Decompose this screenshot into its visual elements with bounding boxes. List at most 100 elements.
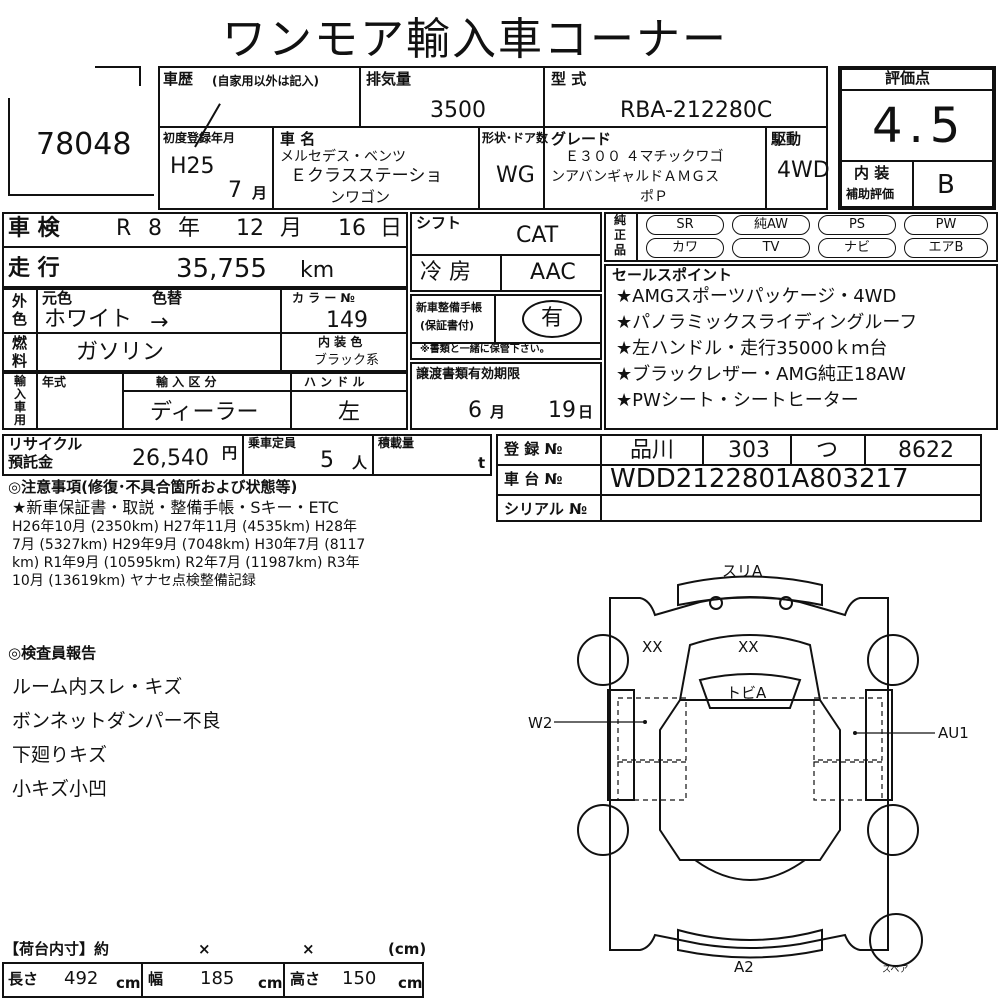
manual-label-1: 新車整備手帳 (416, 301, 482, 314)
equip-pw: PW (904, 215, 988, 235)
interior-color-value: ブラック系 (314, 353, 380, 368)
cargo-height: 150 (342, 968, 377, 989)
cargo-width: 185 (200, 968, 235, 989)
registration-box (496, 434, 982, 522)
ac-value: AAC (530, 260, 576, 285)
inspector-line-1: ルーム内スレ・キズ (12, 676, 183, 698)
registration-label: 登 録 № (504, 440, 563, 458)
grade-line1: Ｅ３００ ４マチックワゴ (565, 149, 724, 165)
inspector-line-4: 小キズ小凹 (12, 778, 108, 800)
inspection-year: 8 (148, 216, 162, 241)
transfer-day: 19 (548, 398, 576, 423)
ac-label: 冷 房 (420, 260, 471, 285)
interior-color-label: 内 装 色 (318, 335, 363, 349)
manual-value: 有 (541, 306, 564, 331)
capacity-unit: 人 (352, 454, 368, 472)
recycle-value: 26,540 (132, 446, 209, 471)
car-maker: メルセデス・ベンツ (280, 149, 406, 165)
interior-score-label-2: 補助評価 (846, 187, 895, 201)
cargo-length-label: 長さ (8, 970, 39, 988)
diagram-roof: トビA (726, 684, 767, 702)
mileage-value: 35,755 (176, 254, 267, 284)
shift-label: シフト (416, 214, 462, 232)
body-label: 形状･ドア数 (482, 131, 549, 145)
lot-number: 78048 (36, 127, 132, 162)
chassis-value: WDD2122801A803217 (610, 464, 909, 494)
cargo-x2: × (302, 940, 315, 958)
notes-line-2: H26年10月 (2350km) H27年11月 (4535km) H28年 (12, 519, 358, 535)
diagram-spare: スペア (882, 965, 909, 975)
equip-tv: TV (732, 238, 810, 258)
manual-box (410, 294, 602, 360)
manual-note: ※書類と一緒に保管下さい。 (420, 344, 550, 355)
diagram-hood: XX (738, 638, 759, 656)
equip-navi: ナビ (818, 238, 896, 258)
registration-number: 8622 (898, 438, 954, 463)
capacity-label: 乗車定員 (248, 436, 297, 450)
drive-value: 4WD (777, 158, 830, 183)
sales-point-2: ★パノラミックスライディングルーフ (616, 312, 918, 333)
recycle-unit: 円 (222, 444, 238, 462)
load-unit: t (478, 454, 486, 472)
cargo-length-cm: cm (116, 974, 141, 992)
grade-line3: ポＰ (640, 189, 668, 205)
registration-class: 303 (728, 438, 770, 463)
transfer-day-unit: 日 (578, 403, 594, 421)
inspector-line-3: 下廻りキズ (12, 744, 108, 766)
diagram-right-side: AU1 (938, 724, 969, 742)
shift-ac-box (410, 212, 602, 292)
inspector-line-2: ボンネットダンパー不良 (12, 710, 221, 732)
score-label: 評価点 (885, 69, 931, 87)
first-reg-month-unit: 月 (252, 184, 268, 202)
history-sublabel: (自家用以外は記入) (212, 74, 319, 88)
capacity-value: 5 (320, 448, 334, 473)
equipment-box (604, 212, 998, 262)
inspector-label: ◎検査員報告 (8, 644, 97, 662)
exterior-side-label-1: 外 (12, 292, 28, 310)
import-class-value: ディーラー (150, 400, 259, 425)
exterior-color: ホワイト (44, 307, 133, 332)
inspection-era: R (116, 216, 132, 241)
import-year-label: 年式 (42, 375, 67, 389)
sales-points-label: セールスポイント (612, 266, 733, 284)
inspection-day-unit: 日 (380, 216, 403, 241)
equip-side-1: 純 (614, 213, 627, 227)
load-label: 積載量 (378, 436, 415, 450)
inspection-label: 車 検 (8, 216, 60, 241)
fuel-side-label-2: 料 (12, 352, 28, 370)
equip-aw: 純AW (732, 215, 810, 235)
cargo-unit: (cm) (388, 940, 427, 958)
cargo-length: 492 (64, 968, 99, 989)
inspection-month: 12 (236, 216, 264, 241)
score-value: 4.5 (872, 98, 967, 154)
inspection-day: 16 (338, 216, 366, 241)
page-title: ワンモア輸入車コーナー (222, 14, 728, 65)
equip-side-3: 品 (614, 243, 627, 257)
notes-line-5: 10月 (13619km) ヤナセ点検整備記録 (12, 573, 256, 589)
body-value: WG (496, 163, 535, 188)
cargo-x1: × (198, 940, 211, 958)
manual-label-2: (保証書付) (420, 319, 475, 332)
sales-point-3: ★左ハンドル・走行35000ｋｍ台 (616, 338, 888, 359)
sales-point-5: ★PWシート・シートヒーター (616, 390, 859, 411)
notes-line-1: ★新車保証書・取説・整備手帳・Sキー・ETC (12, 498, 339, 517)
diagram-left-fender: XX (642, 638, 663, 656)
color-fuel-box (2, 288, 408, 372)
cargo-width-label: 幅 (148, 970, 164, 988)
transfer-box (410, 362, 602, 430)
inspection-year-unit: 年 (178, 216, 201, 241)
mileage-label: 走 行 (8, 256, 60, 281)
model-code-value: RBA-212280C (620, 98, 773, 123)
import-box (2, 372, 408, 430)
import-side-1: 輸 (14, 374, 27, 388)
transfer-month: 6 (468, 398, 482, 423)
import-side-4: 用 (14, 413, 27, 427)
equip-leather: カワ (646, 238, 724, 258)
cargo-width-cm: cm (258, 974, 283, 992)
car-name-line2: ンワゴン (330, 188, 391, 206)
sales-points-box (604, 264, 998, 430)
import-side-3: 車 (14, 400, 27, 414)
diagram-front: スリA (722, 562, 763, 580)
cargo-label: 【荷台内寸】約 (4, 940, 110, 958)
